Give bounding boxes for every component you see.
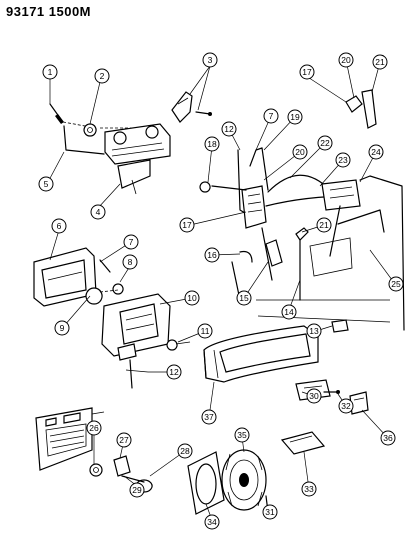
armrest [203,325,319,383]
svg-text:23: 23 [338,155,348,165]
callout: 4 [90,204,106,220]
callout: 11 [197,323,213,339]
callout: 7 [263,108,279,124]
callouts: 1 2 3 4 5 6 7 7 8 9 10 11 12 12 13 14 15… [38,52,404,530]
inside-handle-assembly [33,247,191,389]
callout: 18 [204,136,220,152]
svg-text:33: 33 [304,484,314,494]
callout: 2 [94,68,110,84]
svg-text:17: 17 [182,220,192,230]
callout: 23 [335,152,351,168]
callout: 17 [299,64,315,80]
callout: 25 [388,276,404,292]
callout: 22 [317,135,333,151]
svg-text:32: 32 [341,401,351,411]
callout: 17 [179,217,195,233]
callout: 7 [123,234,139,250]
svg-text:22: 22 [320,138,330,148]
callout: 32 [338,398,354,414]
callout: 5 [38,176,54,192]
svg-text:16: 16 [207,250,217,260]
svg-text:20: 20 [341,55,351,65]
callout: 21 [316,217,332,233]
callout: 29 [129,482,145,498]
door-latch-assembly [199,147,405,333]
callout: 30 [306,388,322,404]
svg-text:37: 37 [204,412,214,422]
svg-text:14: 14 [284,307,294,317]
callout: 14 [281,304,297,320]
callout: 31 [262,504,278,520]
svg-text:31: 31 [265,507,275,517]
callout: 24 [368,144,384,160]
svg-text:24: 24 [371,147,381,157]
svg-text:21: 21 [375,57,385,67]
svg-text:36: 36 [383,433,393,443]
speaker-assembly [187,449,270,516]
svg-text:7: 7 [129,237,134,247]
callout: 35 [234,427,250,443]
svg-text:3: 3 [208,55,213,65]
svg-text:28: 28 [180,446,190,456]
callout: 19 [287,109,303,125]
svg-text:6: 6 [57,221,62,231]
lock-rod-assembly [49,91,212,195]
svg-text:34: 34 [207,517,217,527]
door-trim-panel [35,407,153,493]
diagram-code: 93171 1500M [6,4,92,19]
callout: 34 [204,514,220,530]
svg-text:12: 12 [224,124,234,134]
callout: 13 [306,323,322,339]
svg-text:12: 12 [169,367,179,377]
svg-text:35: 35 [237,430,247,440]
callout: 27 [116,432,132,448]
callout: 26 [86,420,102,436]
svg-text:11: 11 [201,326,210,336]
callout: 20 [338,52,354,68]
callout: 3 [202,52,218,68]
pull-cup-assembly [280,379,369,455]
callout: 10 [184,290,200,306]
svg-text:30: 30 [309,391,319,401]
svg-text:19: 19 [290,112,300,122]
callout: 8 [122,254,138,270]
svg-text:20: 20 [295,147,305,157]
svg-text:8: 8 [128,257,133,267]
callout: 36 [380,430,396,446]
svg-text:15: 15 [239,293,249,303]
callout: 1 [42,64,58,80]
callout: 9 [54,320,70,336]
svg-text:17: 17 [302,67,312,77]
svg-text:10: 10 [187,293,197,303]
callout: 33 [301,481,317,497]
callout: 28 [177,443,193,459]
svg-text:13: 13 [309,326,319,336]
svg-text:18: 18 [207,139,217,149]
callout: 12 [166,364,182,380]
callout: 12 [221,121,237,137]
svg-text:21: 21 [319,220,329,230]
svg-text:2: 2 [100,71,105,81]
svg-text:26: 26 [89,423,99,433]
svg-text:1: 1 [48,67,53,77]
svg-text:7: 7 [269,111,274,121]
svg-text:25: 25 [391,279,401,289]
callout: 15 [236,290,252,306]
svg-text:5: 5 [44,179,49,189]
svg-text:29: 29 [132,485,142,495]
svg-text:9: 9 [60,323,65,333]
latch-clip-assembly [345,89,377,129]
svg-text:4: 4 [96,207,101,217]
callout: 37 [201,409,217,425]
callout: 20 [292,144,308,160]
svg-text:27: 27 [119,435,129,445]
callout: 16 [204,247,220,263]
callout: 21 [372,54,388,70]
callout: 6 [51,218,67,234]
